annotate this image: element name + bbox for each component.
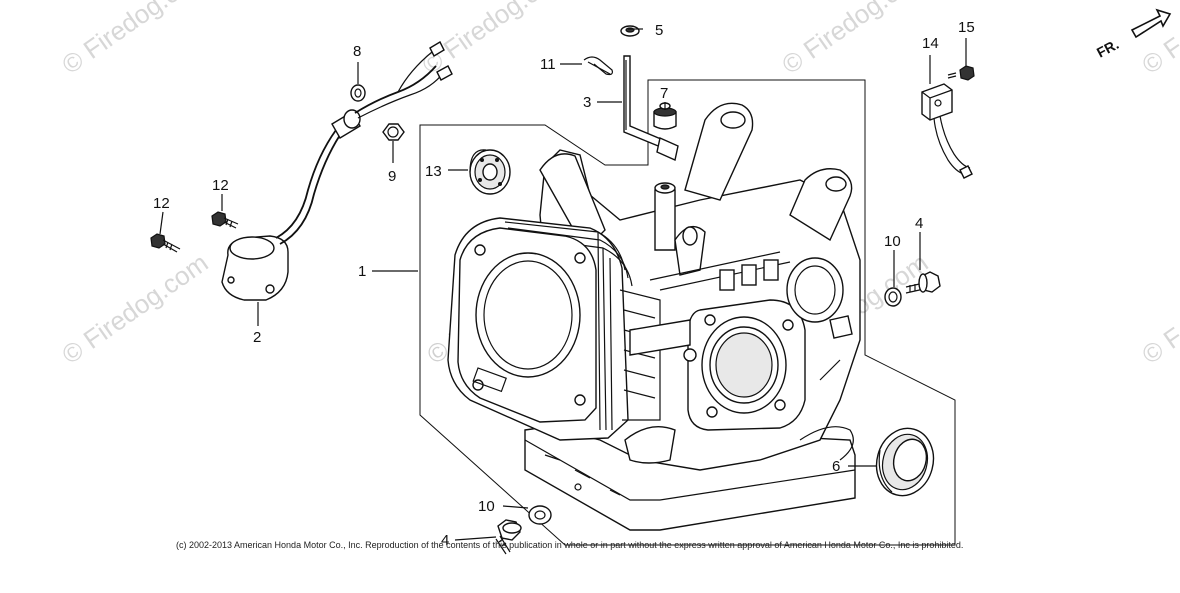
washer-10-right — [884, 287, 902, 307]
callout-4-right: 4 — [915, 215, 923, 232]
callout-1: 1 — [358, 263, 366, 280]
cylinder-block-1 — [447, 102, 861, 531]
watermark: © Firedog.com — [56, 247, 213, 370]
washer-5 — [620, 25, 640, 37]
clip-11 — [583, 56, 613, 76]
flange-bolt-4-bottom — [495, 519, 522, 555]
rod-3 — [623, 55, 679, 161]
callout-12-lower: 12 — [153, 195, 170, 212]
watermark: © Firedog.com — [776, 0, 933, 80]
callout-4-bottom: 4 — [441, 532, 449, 549]
nut-9 — [382, 123, 405, 141]
callout-7: 7 — [660, 85, 668, 102]
callout-11: 11 — [540, 56, 556, 73]
bolt-12-lower — [150, 233, 181, 253]
callout-3: 3 — [583, 94, 591, 111]
callout-10-right: 10 — [884, 233, 901, 250]
watermark: © F — [1136, 31, 1180, 80]
watermark: © Firedog.com — [56, 0, 213, 80]
callout-5: 5 — [655, 22, 663, 39]
callout-14: 14 — [922, 35, 939, 52]
bolt-15 — [947, 65, 975, 81]
callout-8: 8 — [353, 43, 361, 60]
callout-13: 13 — [425, 163, 442, 180]
callout-6: 6 — [832, 458, 840, 475]
callout-labels: 1 2 3 4 4 5 6 7 8 9 10 10 11 12 12 13 14… — [153, 19, 975, 549]
callout-15: 15 — [958, 19, 975, 36]
watermark: © F — [1136, 321, 1180, 370]
front-arrow-icon — [1130, 8, 1172, 39]
callout-2: 2 — [253, 329, 261, 346]
washer-10-bottom — [528, 505, 552, 525]
flange-bolt-4-right — [905, 271, 941, 294]
callout-9: 9 — [388, 168, 396, 185]
oil-seal-6 — [875, 427, 935, 497]
bolt-12-upper — [211, 211, 239, 229]
ball-bearing-13 — [469, 149, 511, 195]
front-label: FR. — [1094, 36, 1121, 61]
grommet-7 — [653, 102, 677, 130]
oil-level-switch — [221, 41, 453, 301]
callout-12-upper: 12 — [212, 177, 229, 194]
leader-lines — [159, 28, 967, 541]
copyright-notice: (c) 2002-2013 American Honda Motor Co., … — [176, 540, 963, 550]
callout-10-bottom: 10 — [478, 498, 495, 515]
control-unit-14 — [921, 83, 973, 179]
o-ring-8 — [350, 84, 366, 102]
